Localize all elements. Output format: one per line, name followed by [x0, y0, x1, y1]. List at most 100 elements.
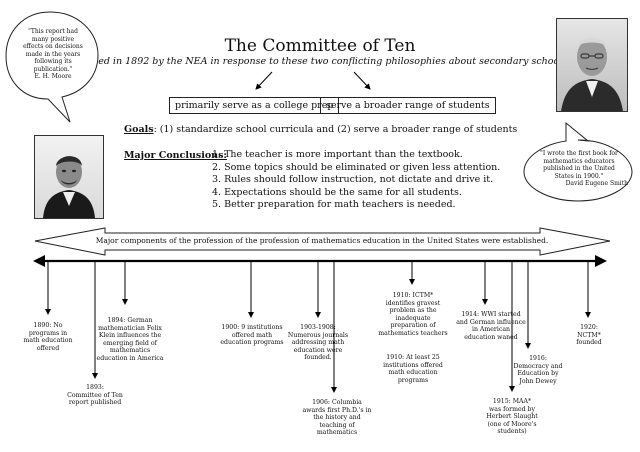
event-line: math education: [388, 369, 438, 377]
event-line: 1906: Columbia: [312, 399, 362, 406]
event-line: preparation of: [390, 322, 436, 330]
quote-left-line: following its: [34, 58, 72, 65]
goals-text: : (1) standardize school curricula and (…: [153, 124, 518, 135]
event-line: emerging field of: [103, 339, 157, 347]
event-line: 1910: ICTM*: [392, 292, 434, 299]
event-1910-ictm: 1910: ICTM* identifies gravest problem a…: [374, 292, 452, 338]
event-line: 1915: MAA*: [492, 398, 532, 405]
conclusion-item: 4. Expectations should be the same for a…: [212, 186, 462, 198]
conclusion-item: 5. Better preparation for math teachers …: [212, 199, 456, 211]
quote-left-line: made in the years: [25, 50, 81, 58]
event-1920: 1920: NCTM* founded: [566, 324, 612, 347]
portrait-smith: [556, 18, 628, 112]
quote-left-line: effects on decisions: [23, 43, 83, 50]
event-line: founded.: [304, 354, 332, 362]
event-line: inadequate: [395, 314, 431, 322]
event-1906: 1906: Columbia awards first Ph.D.'s in t…: [296, 399, 378, 437]
event-line: math education: [23, 337, 73, 345]
speech-bubble-left: [5, 11, 99, 123]
event-line: 1910: At least 25: [386, 354, 440, 361]
event-line: programs in: [28, 329, 68, 337]
event-line: programs: [397, 376, 429, 384]
quote-right-line: published in the United: [543, 165, 615, 172]
event-line: problem as the: [389, 307, 437, 315]
speech-bubble-right: [523, 121, 633, 202]
conclusions-label: Major Conclusions:: [124, 150, 227, 161]
event-1890: 1890: No programs in math education offe…: [18, 322, 78, 352]
event-line: offered: [36, 344, 60, 352]
event-line: 1894: German: [107, 317, 153, 324]
event-line: Education by: [517, 370, 559, 378]
event-1916: 1916: Democracy and Education by John De…: [510, 355, 566, 385]
quote-left-line: many positive: [31, 35, 75, 43]
components-band-arrow: [34, 227, 611, 256]
event-line: mathematics teachers: [378, 329, 448, 337]
event-1915: 1915: MAA* was formed by Herbert Slaught…: [474, 398, 550, 436]
event-line: Numerous journals: [287, 331, 349, 339]
event-line: addressing math: [291, 339, 345, 347]
event-line: identifies gravest: [385, 299, 441, 307]
portrait-moore: [34, 135, 104, 219]
subtitle: Formed in 1892 by the NEA in response to…: [72, 56, 568, 67]
event-line: institutions offered: [383, 361, 443, 369]
event-1903: 1903-1908: Numerous journals addressing …: [284, 324, 352, 362]
conclusion-item: 2. Some topics should be eliminated or g…: [212, 161, 501, 173]
philosophy-college-prep: primarily serve as a college prep: [169, 97, 340, 114]
event-line: 1900: 9 institutions: [221, 324, 283, 331]
event-line: 1890: No: [33, 322, 63, 329]
event-line: 1916:: [529, 355, 547, 362]
quote-right-line: "I wrote the first book for: [540, 150, 618, 157]
quote-left-author: E. H. Moore: [34, 73, 72, 80]
event-line: 1903-1908:: [300, 324, 336, 331]
event-line: teaching of: [319, 421, 355, 429]
arrow-to-broader-range: [353, 71, 371, 90]
conclusions-list: 1. The teacher is more important than th…: [212, 149, 500, 212]
event-1914: 1914: WWI started and German influence i…: [452, 311, 530, 341]
event-1893: 1893: Committee of Ten report published: [62, 384, 128, 407]
portrait-smith-drawing: [561, 38, 623, 111]
event-line: the history and: [313, 414, 361, 422]
event-1900: 1900: 9 institutions offered math educat…: [214, 324, 290, 347]
event-line: students): [497, 428, 527, 436]
event-line: education programs: [220, 339, 284, 347]
event-line: John Dewey: [519, 377, 557, 385]
conclusion-item: 3. Rules should follow instruction, not …: [212, 174, 494, 186]
event-line: Democracy and: [513, 362, 563, 370]
event-1910-institutions: 1910: At least 25 institutions offered m…: [374, 354, 452, 384]
event-line: Herbert Slaught: [486, 413, 538, 421]
quote-right-line: mathematics educators: [543, 157, 615, 165]
timeline-left-arrowhead: [33, 255, 45, 267]
event-line: report published: [68, 399, 122, 407]
quote-right: "I wrote the first book for mathematics …: [530, 150, 628, 188]
event-line: founded: [576, 339, 602, 347]
event-line: education waned: [464, 333, 518, 341]
event-line: 1914: WWI started: [461, 311, 521, 318]
quote-left-line: "This report had: [28, 28, 78, 35]
portrait-moore-drawing: [43, 156, 95, 218]
conclusion-item: 1. The teacher is more important than th…: [212, 149, 463, 160]
event-line: mathematics: [316, 429, 358, 437]
event-line: mathematics: [109, 347, 151, 355]
event-line: awards first Ph.D.'s in: [302, 406, 372, 414]
philosophy-broader-range: serve a broader range of students: [320, 97, 496, 114]
event-line: and German influence: [456, 318, 526, 326]
arrow-to-college-prep: [255, 71, 273, 90]
quote-right-author: David Eugene Smith: [565, 180, 628, 187]
event-line: education were: [293, 346, 343, 354]
event-line: Klein influences the: [98, 332, 162, 340]
event-line: was formed by: [488, 405, 535, 413]
event-line: NCTM*: [577, 331, 601, 339]
page-title: The Committee of Ten: [224, 36, 416, 56]
quote-left: "This report had many positive effects o…: [14, 28, 92, 81]
event-line: in American: [471, 326, 510, 334]
quote-left-line: publication.": [33, 65, 73, 73]
components-band-text: Major components of the profession of th…: [95, 236, 549, 245]
timeline-right-arrowhead: [595, 255, 607, 267]
goals: Goals: (1) standardize school curricula …: [124, 124, 517, 135]
event-line: Committee of Ten: [67, 391, 123, 399]
event-line: mathematician Felix: [98, 324, 162, 332]
event-line: 1920:: [580, 324, 598, 331]
event-line: (one of Moore's: [487, 420, 537, 428]
goals-label: Goals: [124, 124, 154, 135]
